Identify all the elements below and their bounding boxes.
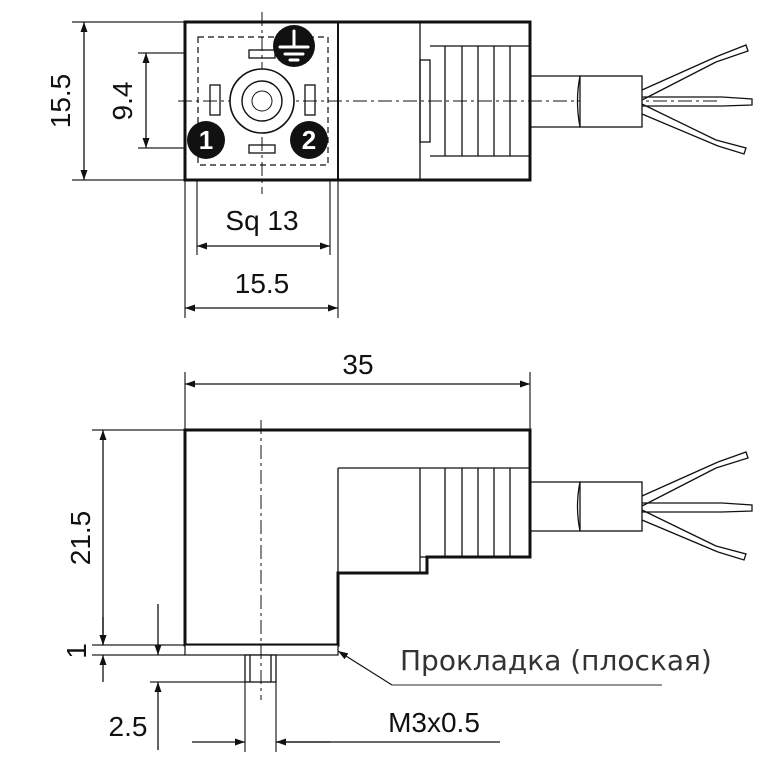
pin-2-badge: 2 — [290, 121, 328, 159]
dim-screw-len: 2.5 — [109, 711, 148, 742]
side-cable — [530, 451, 753, 561]
center-boss — [229, 68, 295, 134]
side-dimension-lines — [99, 380, 530, 750]
top-extension-lines — [72, 21, 339, 318]
side-gland — [337, 467, 530, 573]
pin-1-badge: 1 — [187, 121, 225, 159]
center-hole — [241, 80, 283, 122]
top-view: 15.5 9.4 Sq 13 15.5 — [45, 12, 753, 318]
pin-2-label: 2 — [302, 125, 316, 155]
dim-width: 15.5 — [235, 268, 290, 299]
dim-square: Sq 13 — [225, 205, 298, 236]
top-gland — [337, 22, 530, 180]
pin-1-label: 1 — [199, 125, 213, 155]
top-dimension-lines — [80, 22, 338, 312]
dim-length: 35 — [342, 349, 373, 380]
dim-height-outer: 15.5 — [45, 74, 76, 129]
center-screw — [251, 90, 273, 112]
top-cable — [530, 44, 753, 155]
ground-icon — [273, 25, 315, 67]
gasket-label: Прокладка (плоская) — [400, 644, 712, 677]
dim-height-inner: 9.4 — [107, 82, 138, 121]
dim-thread: M3x0.5 — [388, 707, 480, 738]
side-view: 35 21.5 1 2.5 M3x0.5 — [61, 349, 753, 752]
dim-gasket: 1 — [61, 643, 92, 659]
gasket-leader — [337, 650, 662, 686]
dim-height: 21.5 — [65, 511, 96, 566]
